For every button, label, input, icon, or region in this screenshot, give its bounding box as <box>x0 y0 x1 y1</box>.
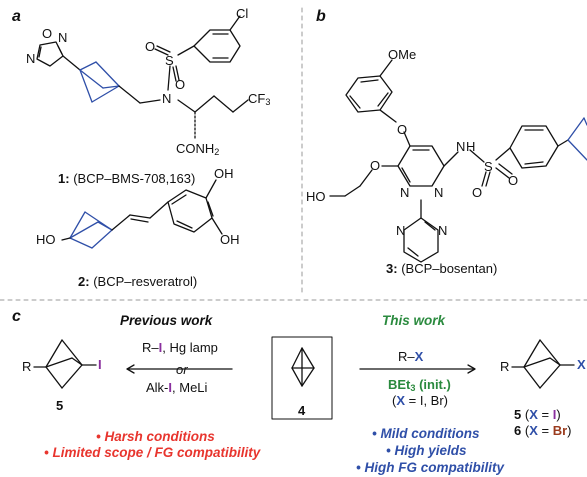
atom-ho-compound-3: HO <box>306 189 326 204</box>
right-x-definition: (X = I, Br) <box>392 393 448 408</box>
label-5-left: 5 <box>56 398 64 413</box>
atom-conh2: CONH2 <box>176 141 220 157</box>
compound-4-structure <box>291 347 315 387</box>
panel-letter-a: a <box>12 8 21 25</box>
atom-n-oxadiazole-left: N <box>26 51 36 66</box>
left-reagent-line1: R–I, Hg lamp <box>142 340 218 355</box>
left-reagent-or: or <box>176 362 188 377</box>
atom-n-pyrimidine-2: N <box>434 185 444 200</box>
atom-n-sulfonamide: N <box>162 91 172 106</box>
atom-s-sulfonyl: S <box>165 53 174 68</box>
atom-n-bottom-pyrimidine-2: N <box>438 223 448 238</box>
right-product-x: X <box>577 357 586 372</box>
atom-n-pyrimidine-1: N <box>400 185 410 200</box>
atom-n-oxadiazole-top: N <box>58 30 68 45</box>
product-right-structure <box>511 339 575 389</box>
bullet-left-1: • Harsh conditions <box>96 429 215 444</box>
atom-ho-compound-2: HO <box>36 232 56 247</box>
atom-s-compound-3: S <box>484 159 493 174</box>
compound-4-box <box>271 336 333 420</box>
atom-oh-bottom-compound-2: OH <box>220 232 240 247</box>
atom-n-bottom-pyrimidine-1: N <box>396 223 406 238</box>
panel-letter-c: c <box>12 308 21 325</box>
atom-o-sulfonyl-1: O <box>145 39 156 54</box>
right-catalyst: BEt3 (init.) <box>388 377 451 393</box>
atom-o-oxadiazole: O <box>42 26 53 41</box>
left-product-r: R <box>22 359 32 374</box>
atom-o-s-2: O <box>508 173 519 188</box>
atom-cf3: CF3 <box>248 91 271 107</box>
right-reagent-line1: R–X <box>398 349 424 364</box>
atom-cl: Cl <box>236 6 249 21</box>
caption-compound-3: 3: (BCP–bosentan) <box>386 261 498 276</box>
label-6: 6 (X = Br) <box>514 423 572 438</box>
compound-3-structure <box>329 59 587 263</box>
atom-o-sulfonyl-2: O <box>175 77 186 92</box>
right-product-r: R <box>500 359 510 374</box>
atom-o-ether: O <box>397 122 408 137</box>
panel-letter-b: b <box>316 8 326 25</box>
compound-2-structure <box>61 179 223 249</box>
atom-n-nh: N <box>456 139 466 154</box>
caption-compound-1: 1: (BCP–BMS-708,163) <box>58 171 196 186</box>
product-5-left-structure <box>33 339 97 389</box>
bullet-left-2: • Limited scope / FG compatibility <box>44 445 261 460</box>
atom-oh-top-compound-2: OH <box>214 166 234 181</box>
left-product-i: I <box>98 357 102 372</box>
label-5-right: 5 (X = I) <box>514 407 561 422</box>
compound-1-structure <box>36 15 249 139</box>
left-reagent-line2: Alk-I, MeLi <box>146 380 208 395</box>
atom-h-nh: H <box>466 139 476 154</box>
atom-o-s-1: O <box>472 185 483 200</box>
bullet-right-2: • High yields <box>386 443 467 458</box>
bullet-right-1: • Mild conditions <box>372 426 480 441</box>
label-4: 4 <box>298 403 306 418</box>
this-work-title: This work <box>382 313 446 328</box>
atom-o-glycol: O <box>370 158 381 173</box>
atom-ome: OMe <box>388 47 417 62</box>
caption-compound-2: 2: (BCP–resveratrol) <box>78 274 198 289</box>
bullet-right-3: • High FG compatibility <box>356 460 504 475</box>
previous-work-title: Previous work <box>120 313 213 328</box>
